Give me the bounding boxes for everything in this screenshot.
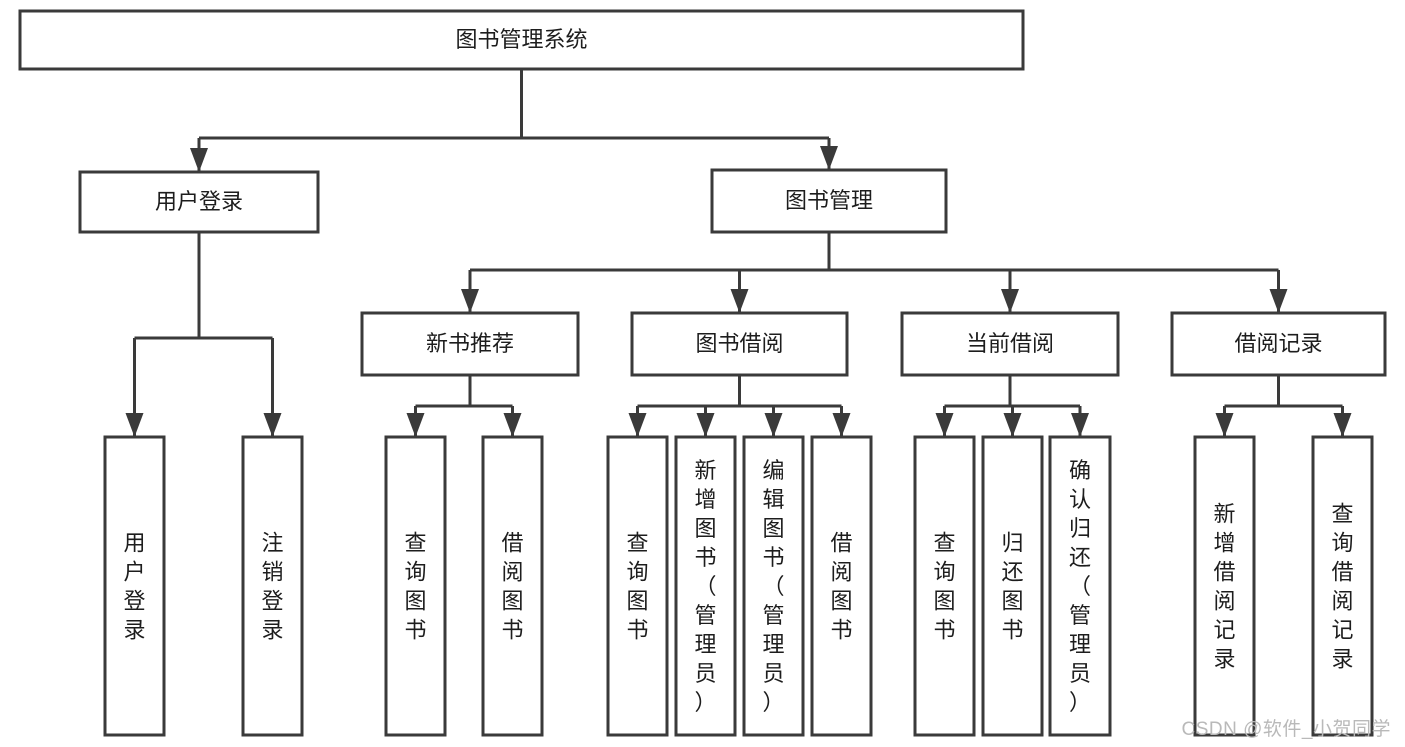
node-label: 注销登录 [261, 531, 283, 643]
node-query-borrow-record[interactable]: 查询借阅记录 [1311, 435, 1374, 737]
connector-arrowhead [1001, 289, 1019, 313]
node-box [481, 435, 544, 737]
connector-arrowhead [730, 289, 749, 313]
connector-arrowhead [1215, 413, 1234, 437]
watermark-label: CSDN @软件_小贺同学 [1181, 719, 1391, 740]
connector-arrowhead [1269, 289, 1288, 313]
node-label: 当前借阅 [966, 331, 1054, 356]
connectors-layer [125, 69, 1352, 437]
node-query-book-2[interactable]: 查询图书 [606, 435, 669, 737]
node-label: 用户登录 [155, 189, 243, 214]
node-label: 图书管理系统 [455, 27, 587, 52]
node-label: 确认归还（管理员） [1069, 458, 1091, 715]
node-box [810, 435, 873, 737]
node-label: 新增图书（管理员） [694, 458, 716, 715]
node-borrow-book-1[interactable]: 借阅图书 [481, 435, 544, 737]
node-query-book-1[interactable]: 查询图书 [384, 435, 447, 737]
node-label: 编辑图书（管理员） [762, 458, 784, 715]
connector-arrowhead [1003, 413, 1022, 437]
connector-arrowhead [461, 289, 479, 313]
node-add-borrow-record[interactable]: 新增借阅记录 [1193, 435, 1256, 737]
node-box [900, 311, 1120, 377]
node-label: 新增借阅记录 [1213, 502, 1235, 672]
connector-arrowhead [125, 413, 144, 437]
node-box [981, 435, 1044, 737]
node-label: 借阅记录 [1234, 331, 1322, 356]
connector-arrowhead [764, 413, 783, 437]
node-box [710, 168, 948, 234]
connector-arrowhead [1333, 413, 1352, 437]
node-box [241, 435, 304, 737]
node-user-login[interactable]: 用户登录 [78, 170, 320, 234]
node-new-book-recommend[interactable]: 新书推荐 [360, 311, 580, 377]
node-book-borrow[interactable]: 图书借阅 [630, 311, 849, 377]
node-label: 用户登录 [123, 531, 145, 643]
node-book-management[interactable]: 图书管理 [710, 168, 948, 234]
node-box [674, 435, 737, 737]
node-label: 查询图书 [626, 531, 648, 643]
node-box [606, 435, 669, 737]
node-box [1311, 435, 1374, 737]
node-box [1170, 311, 1387, 377]
connector-arrowhead [832, 413, 851, 437]
node-box [384, 435, 447, 737]
node-box [103, 435, 166, 737]
node-label: 新书推荐 [426, 331, 514, 356]
connector-arrowhead [628, 413, 647, 437]
node-box [78, 170, 320, 234]
node-label: 查询图书 [404, 531, 426, 643]
node-root[interactable]: 图书管理系统 [18, 9, 1025, 71]
connector-arrowhead [1071, 413, 1089, 437]
node-borrow-record[interactable]: 借阅记录 [1170, 311, 1387, 377]
connector-arrowhead [406, 413, 425, 437]
connector-arrowhead [820, 146, 838, 170]
node-user-login-do[interactable]: 用户登录 [103, 435, 166, 737]
node-box [18, 9, 1025, 71]
node-box [630, 311, 849, 377]
node-label: 借阅图书 [830, 531, 852, 643]
node-label: 归还图书 [1001, 531, 1023, 643]
connector-arrowhead [696, 413, 715, 437]
connector-arrowhead [935, 413, 954, 437]
node-box [913, 435, 976, 737]
connector-arrowhead [263, 413, 282, 437]
node-edit-book-admin[interactable]: 编辑图书（管理员） [742, 435, 805, 737]
connector-arrowhead [190, 148, 208, 172]
node-label: 图书借阅 [695, 331, 783, 356]
node-label: 图书管理 [785, 188, 873, 213]
node-box [1193, 435, 1256, 737]
node-box [742, 435, 805, 737]
node-box [360, 311, 580, 377]
node-query-book-3[interactable]: 查询图书 [913, 435, 976, 737]
node-current-borrow[interactable]: 当前借阅 [900, 311, 1120, 377]
connector-arrowhead [503, 413, 522, 437]
node-add-book-admin[interactable]: 新增图书（管理员） [674, 435, 737, 737]
node-label: 查询借阅记录 [1331, 502, 1353, 672]
node-confirm-return-admin[interactable]: 确认归还（管理员） [1048, 435, 1112, 737]
node-return-book[interactable]: 归还图书 [981, 435, 1044, 737]
node-label: 查询图书 [933, 531, 955, 643]
node-user-logout[interactable]: 注销登录 [241, 435, 304, 737]
node-box [1048, 435, 1112, 737]
node-label: 借阅图书 [501, 531, 523, 643]
nodes-layer: 图书管理系统用户登录图书管理用户登录注销登录新书推荐图书借阅当前借阅借阅记录查询… [18, 9, 1387, 737]
node-borrow-book-2[interactable]: 借阅图书 [810, 435, 873, 737]
